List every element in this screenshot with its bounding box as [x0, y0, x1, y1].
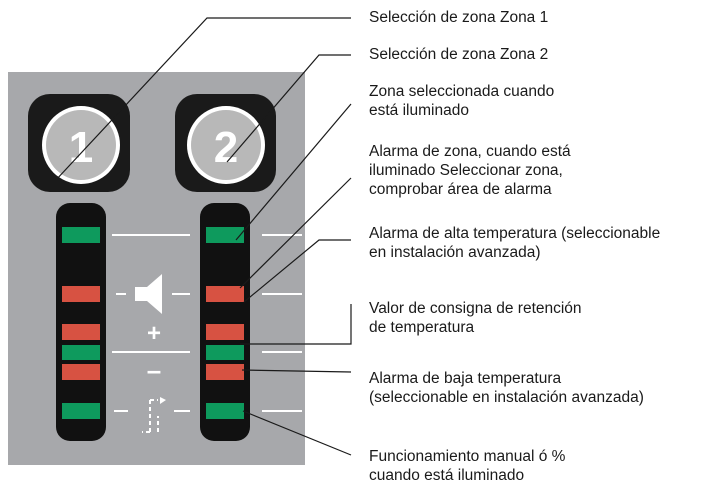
- zone-2-manual-led: [206, 403, 244, 419]
- callout-line: está iluminado: [369, 102, 469, 119]
- callout-line: Selección de zona Zona 1: [369, 9, 549, 26]
- callout-zone-1-select: Selección de zona Zona 1: [369, 8, 548, 27]
- leader-high-temp: [243, 239, 351, 303]
- callout-zone-alarm: Alarma de zona, cuando está iluminado Se…: [369, 142, 571, 199]
- callout-high-temp-alarm: Alarma de alta temperatura (seleccionabl…: [369, 224, 660, 262]
- panel-dividers: [112, 234, 302, 412]
- zone-1-selected-led: [62, 227, 100, 243]
- leader-lines: [54, 17, 352, 456]
- callout-line: Alarma de alta temperatura (seleccionabl…: [369, 225, 661, 242]
- minus-symbol[interactable]: –: [147, 355, 161, 385]
- leader-setpoint: [240, 304, 352, 345]
- zone-1-manual-led: [62, 403, 100, 419]
- callout-zone-2-select: Selección de zona Zona 2: [369, 45, 548, 64]
- zone-1-setpoint-hold-led: [62, 345, 100, 360]
- callout-line: (seleccionable en instalación avanzada): [369, 389, 644, 406]
- manual-mode-icon[interactable]: [142, 397, 166, 433]
- callout-line: Valor de consigna de retención: [369, 300, 582, 317]
- callout-zone-selected: Zona seleccionada cuando está iluminado: [369, 82, 554, 120]
- leader-zone-1: [54, 17, 351, 182]
- zone-2-high-temp-led: [206, 286, 244, 302]
- zone-1-setpoint-up-led: [62, 324, 100, 340]
- callout-low-temp-alarm: Alarma de baja temperatura (seleccionabl…: [369, 369, 644, 407]
- callout-line: Alarma de baja temperatura: [369, 370, 562, 387]
- callout-setpoint-hold: Valor de consigna de retención de temper…: [369, 299, 582, 337]
- led-strip-zone-2: [200, 203, 250, 441]
- zone-2-setpoint-hold-led: [206, 345, 244, 360]
- leader-zone-alarm: [239, 177, 352, 289]
- leader-zone-2: [226, 54, 351, 163]
- zone-2-button[interactable]: 2: [175, 94, 276, 192]
- zone-1-setpoint-down-led: [62, 364, 100, 380]
- zone-2-setpoint-down-led: [206, 364, 244, 380]
- led-strip-zone-1: [56, 203, 106, 441]
- callout-line: Zona seleccionada cuando: [369, 83, 555, 100]
- callout-line: de temperatura: [369, 319, 475, 336]
- zone-2-setpoint-up-led: [206, 324, 244, 340]
- leader-manual: [242, 410, 352, 456]
- callout-line: Selección de zona Zona 2: [369, 46, 549, 63]
- callout-line: comprobar área de alarma: [369, 181, 552, 198]
- zone-1-high-temp-led: [62, 286, 100, 302]
- leader-zone-selected: [235, 103, 352, 241]
- zone-2-selected-led: [206, 227, 244, 243]
- callout-line: en instalación avanzada): [369, 244, 541, 261]
- callout-line: cuando está iluminado: [369, 467, 525, 484]
- leader-low-temp: [241, 369, 352, 373]
- callout-manual-mode: Funcionamiento manual ó % cuando está il…: [369, 447, 565, 485]
- zone-2-number: 2: [214, 123, 238, 172]
- zone-1-number: 1: [69, 123, 93, 172]
- callout-line: iluminado Seleccionar zona,: [369, 162, 563, 179]
- speaker-icon[interactable]: [135, 274, 162, 314]
- zone-1-button[interactable]: 1: [28, 94, 130, 192]
- callout-line: Funcionamiento manual ó %: [369, 448, 566, 465]
- plus-symbol[interactable]: +: [147, 320, 161, 347]
- callout-line: Alarma de zona, cuando está: [369, 143, 571, 160]
